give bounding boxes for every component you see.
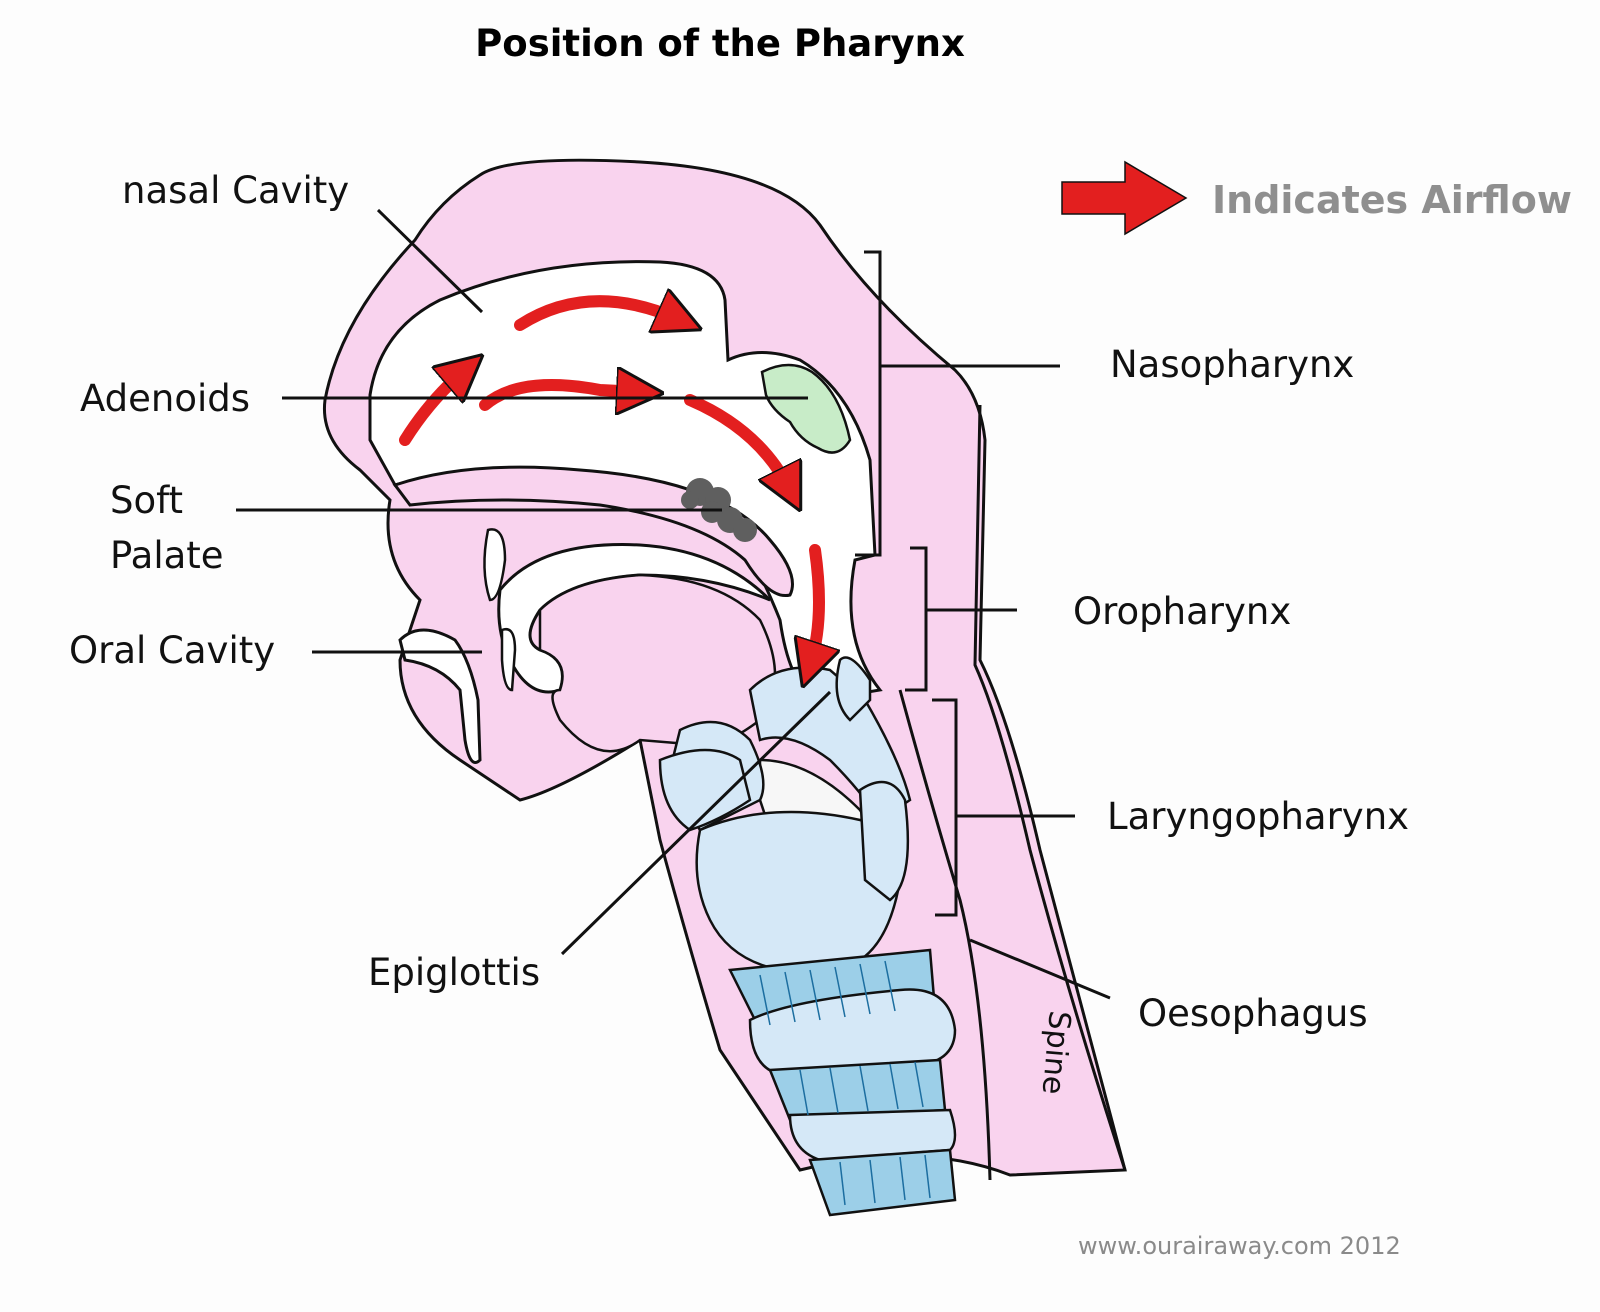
spine-label: Spine <box>1035 1009 1077 1096</box>
larynx-cartilage <box>658 656 957 1217</box>
label-nasal-cavity: nasal Cavity <box>122 169 350 212</box>
oesophagus-wall <box>898 689 992 1181</box>
adenoids-shape <box>760 363 852 454</box>
label-adenoids: Adenoids <box>80 377 251 420</box>
label-nasopharynx: Nasopharynx <box>1110 343 1355 386</box>
label-laryngopharynx: Laryngopharynx <box>1107 795 1410 838</box>
spine-line <box>973 404 1127 1171</box>
label-oral-cavity: Oral Cavity <box>69 629 276 672</box>
label-epiglottis: Epiglottis <box>368 951 541 994</box>
label-soft-palate-line2: Palate <box>110 534 224 577</box>
lower-teeth <box>500 627 517 692</box>
label-oropharynx: Oropharynx <box>1073 590 1292 633</box>
label-oesophagus: Oesophagus <box>1138 992 1368 1035</box>
trachea-rings <box>759 960 931 1206</box>
legend-arrow-icon <box>1061 160 1188 236</box>
tongue <box>538 573 777 753</box>
upper-teeth <box>483 528 507 602</box>
page-title: Position of the Pharynx <box>475 22 965 65</box>
legend-text: Indicates Airflow <box>1212 178 1572 222</box>
label-soft-palate-line1: Soft <box>110 479 184 522</box>
leader-lines <box>236 208 1111 1000</box>
soft-palate-mark <box>681 478 757 542</box>
credit-text: www.ourairaway.com 2012 <box>1078 1232 1401 1260</box>
